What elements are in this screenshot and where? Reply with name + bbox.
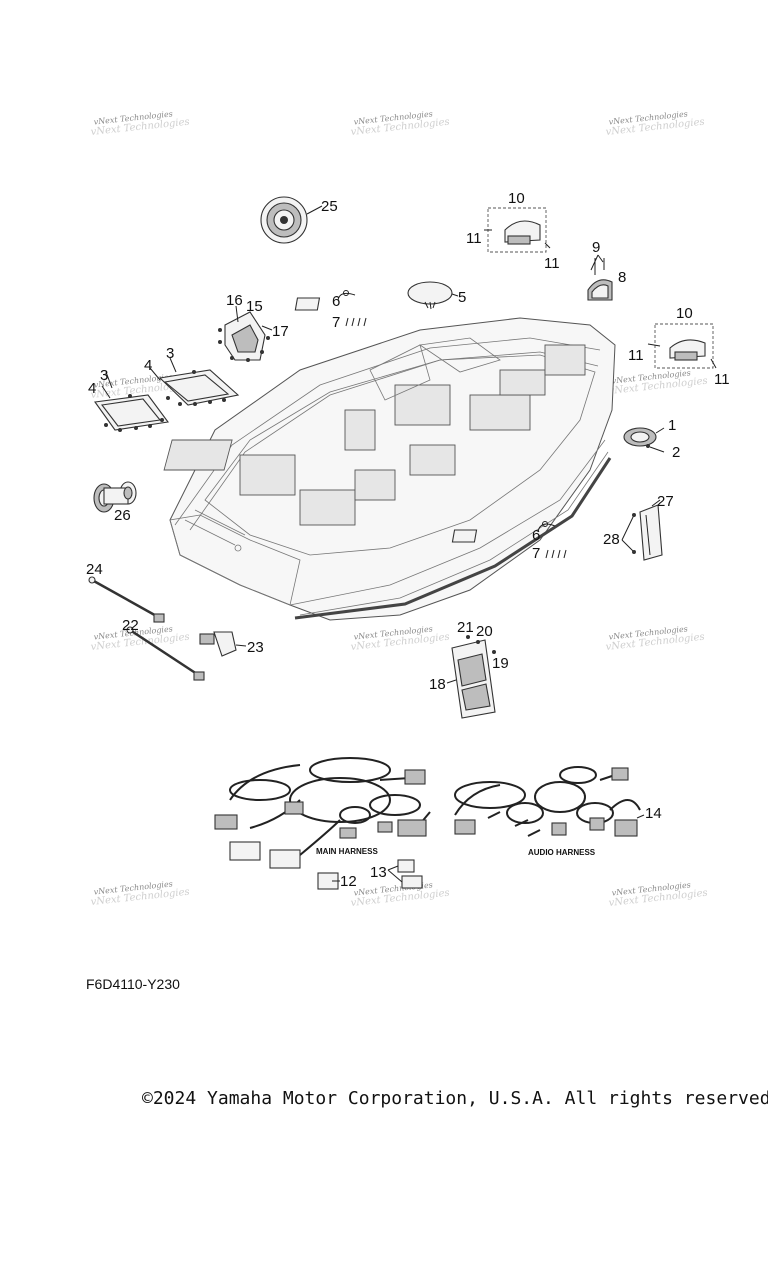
watermark: vNext Technologies vNext Technologies: [608, 368, 708, 397]
connector: [454, 819, 476, 835]
part-23-sensor: [199, 631, 247, 657]
callout-17: 17: [272, 323, 289, 340]
connector: [614, 819, 638, 837]
callout-1: 1: [668, 417, 676, 434]
watermark: vNext Technologies vNext Technologies: [350, 880, 450, 909]
part-6-7-light-bottom: [451, 521, 567, 559]
callout-25: 25: [321, 198, 338, 215]
callout-18: 18: [429, 676, 446, 693]
callout-13: 13: [370, 864, 387, 881]
callout-6: 6: [532, 527, 540, 544]
watermark: vNext Technologies vNext Technologies: [608, 880, 708, 909]
callout-27: 27: [657, 493, 674, 510]
connector: [377, 821, 393, 833]
connector: [397, 819, 427, 837]
callout-22: 22: [122, 617, 139, 634]
part-12-relay: [317, 872, 340, 890]
audio-harness-label: AUDIO HARNESS: [528, 848, 596, 857]
part-5-cover: [407, 281, 459, 310]
part-15-panel: [218, 305, 273, 362]
callout-10: 10: [676, 305, 693, 322]
callout-26: 26: [114, 507, 131, 524]
connector: [284, 801, 304, 815]
part-3-4-frames: [94, 357, 240, 432]
callout-4: 4: [88, 380, 96, 397]
callout-15: 15: [246, 298, 263, 315]
copyright-notice: ©2024 Yamaha Motor Corporation, U.S.A. A…: [142, 1088, 768, 1109]
watermark: vNext Technologies vNext Technologies: [605, 109, 705, 138]
connector: [269, 849, 301, 869]
watermark: vNext Technologies vNext Technologies: [350, 624, 450, 653]
connector: [611, 767, 629, 781]
rear-bench-seat: [239, 454, 296, 496]
callout-14: 14: [645, 805, 662, 822]
rear-seat: [299, 489, 356, 526]
part-10-assembly-right: [647, 323, 717, 369]
callout-20: 20: [476, 623, 493, 640]
callout-28: 28: [603, 531, 620, 548]
connector: [339, 827, 357, 839]
callout-16: 16: [226, 292, 243, 309]
callout-2: 2: [672, 444, 680, 461]
part-22-24-cables: [88, 576, 205, 681]
callout-24: 24: [86, 561, 103, 578]
boat-hull-illustration: [163, 317, 616, 621]
part-8-light: [587, 254, 613, 301]
connector: [589, 817, 605, 831]
callout-12: 12: [340, 873, 357, 890]
callout-8: 8: [618, 269, 626, 286]
part-26-fitting: [93, 481, 137, 513]
main-harness-label: MAIN HARNESS: [316, 847, 378, 856]
dashed-group-box: [654, 323, 714, 369]
part-10-assembly-top: [484, 207, 551, 253]
callout-11: 11: [714, 371, 730, 388]
callout-10: 10: [508, 190, 525, 207]
part-18-fuse-box: [446, 635, 496, 719]
diagram-code: F6D4110-Y230: [86, 976, 180, 992]
part-1-drain-plug: [623, 427, 665, 453]
part-6-7-light-top: [294, 290, 367, 327]
audio-harness: AUDIO HARNESS: [454, 766, 645, 857]
watermark: vNext Technologies vNext Technologies: [90, 109, 190, 138]
callout-9: 9: [592, 239, 600, 256]
callout-21: 21: [457, 619, 474, 636]
connector: [551, 822, 567, 836]
callout-11: 11: [628, 347, 644, 364]
connector: [404, 769, 426, 785]
callout-6: 6: [332, 293, 340, 310]
callout-11: 11: [466, 230, 482, 247]
callout-19: 19: [492, 655, 509, 672]
callouts: 1 2 3 3 4 4 5 6 6 7 7 8 9 10 10 11 11 11…: [86, 190, 730, 890]
callout-7: 7: [332, 314, 340, 331]
callout-23: 23: [247, 639, 264, 656]
callout-3: 3: [100, 367, 108, 384]
bow-seat: [544, 344, 586, 376]
part-13-connectors: [387, 859, 423, 889]
connector: [229, 841, 261, 861]
part-25-emblem: [260, 196, 323, 244]
main-harness: MAIN HARNESS: [214, 757, 431, 869]
callout-3: 3: [166, 345, 174, 362]
connector: [214, 814, 238, 830]
watermark: vNext Technologies vNext Technologies: [90, 879, 190, 908]
watermark: vNext Technologies vNext Technologies: [605, 624, 705, 653]
callout-7: 7: [532, 545, 540, 562]
callout-5: 5: [458, 289, 466, 306]
part-27-cover: [621, 499, 663, 561]
helm-console: [394, 384, 451, 426]
helm-seat: [344, 409, 376, 451]
callout-4: 4: [144, 357, 152, 374]
callout-11: 11: [544, 255, 560, 272]
watermark: vNext Technologies vNext Technologies: [350, 109, 450, 138]
